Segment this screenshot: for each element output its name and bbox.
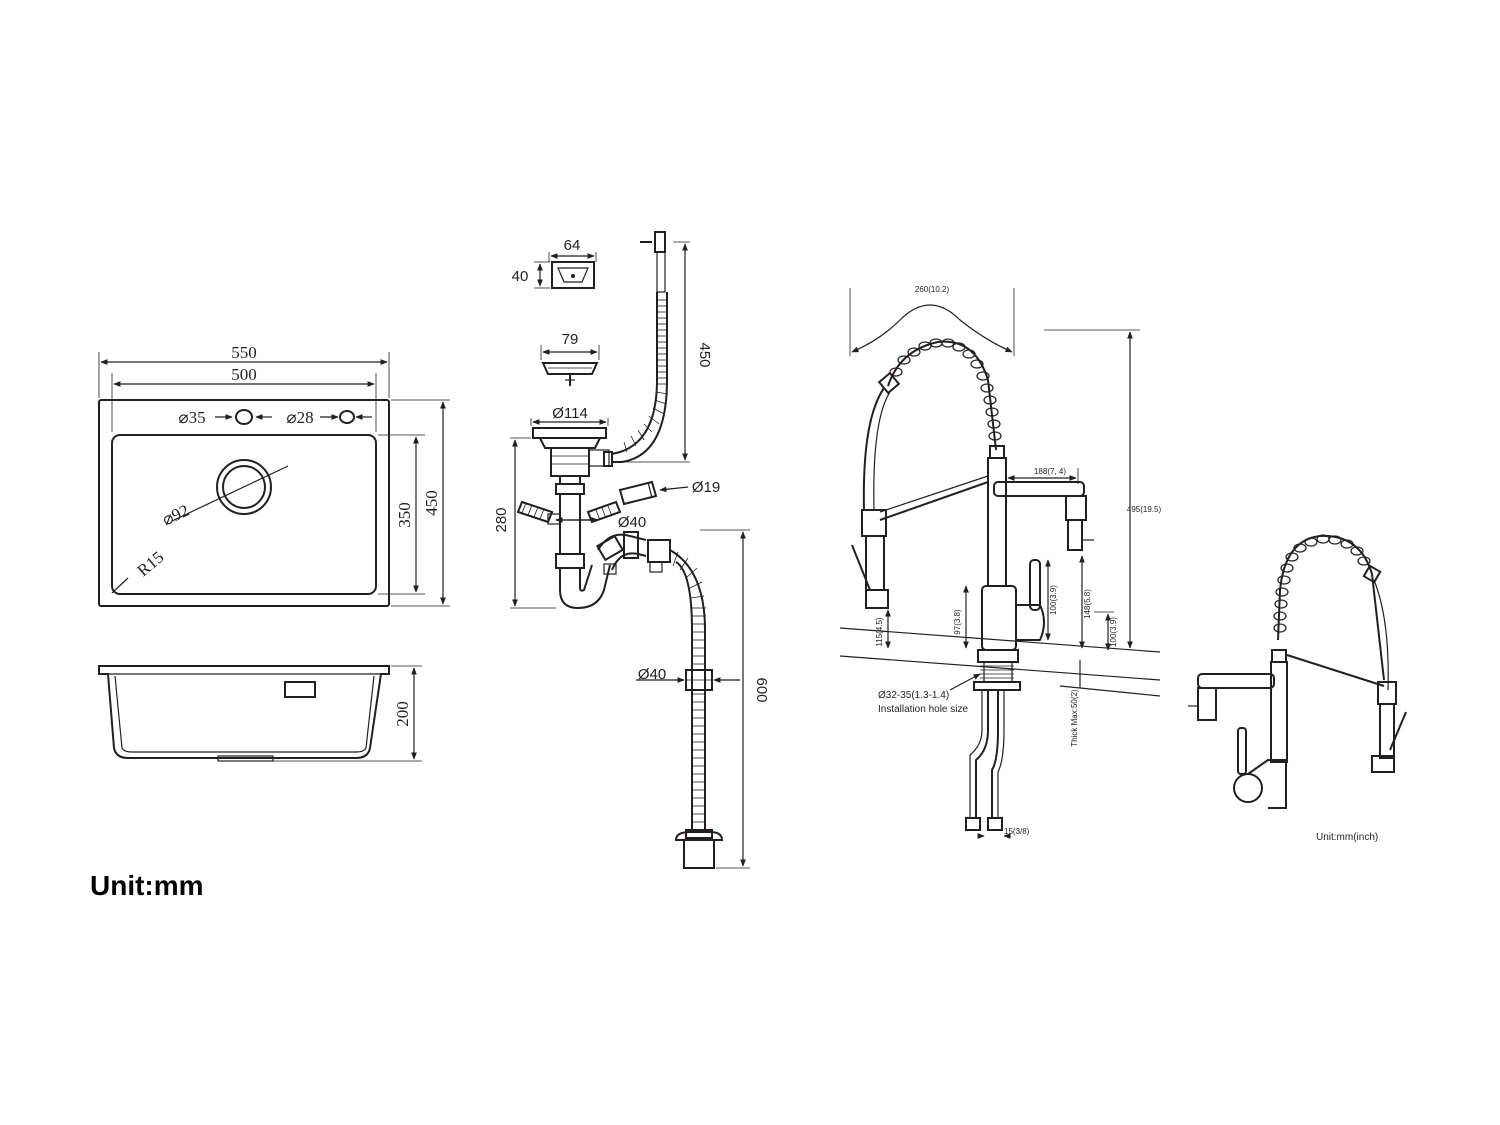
- nozzle-diameter-label: Ø19: [692, 479, 720, 496]
- dispenser-hole-label: ⌀28: [286, 408, 313, 427]
- base-height-label: 115(4.5): [875, 617, 884, 647]
- aerator-height-label: 100(3.9): [1109, 617, 1118, 647]
- hose-length-label: 600: [753, 677, 770, 702]
- overflow-height-label: 40: [512, 268, 529, 285]
- faucet-main: 260(10.2): [839, 285, 1162, 839]
- hose-diameter-label: Ø40: [638, 666, 666, 683]
- strainer-diameter-label: 79: [562, 331, 579, 348]
- spout-reach-arc-label: 260(10.2): [915, 285, 950, 294]
- faucet-hole-label: ⌀35: [178, 408, 205, 427]
- overflow-width-label: 64: [564, 237, 581, 254]
- inner-width-label: 500: [231, 365, 257, 384]
- dispenser-hole: [339, 410, 355, 424]
- overall-width-label: 550: [231, 343, 257, 362]
- faucet-side-view: [1188, 534, 1407, 809]
- faucet-hole: [235, 409, 253, 425]
- hole-caption-label: Installation hole size: [878, 704, 968, 715]
- sink-top-view: 550 500 ⌀35 ⌀28 ⌀92 R15 350 450: [98, 343, 450, 607]
- hole-size-label: Ø32-35(1.3-1.4): [878, 690, 949, 701]
- branch-diameter-label: Ø40: [618, 514, 646, 531]
- total-height-label: 495(19.5): [1127, 505, 1162, 514]
- spray-height-label: 148(5.8): [1083, 589, 1092, 619]
- corner-radius-label: R15: [134, 547, 168, 580]
- spout-reach-label: 188(7, 4): [1034, 467, 1066, 476]
- inner-depth-label: 350: [395, 502, 414, 528]
- faucet-unit-label: Unit:mm(inch): [1316, 832, 1378, 843]
- body-height-label: 97(3.8): [953, 609, 962, 635]
- sink-side-view: 200: [98, 665, 422, 762]
- overflow-hose-length-label: 450: [696, 342, 713, 367]
- hose-thread-label: 15(3/8): [1004, 827, 1030, 836]
- trap-height-label: 280: [493, 507, 510, 532]
- unit-label: Unit:mm: [90, 870, 204, 901]
- sink-height-label: 200: [393, 701, 412, 727]
- drain-diameter-label: ⌀92: [159, 501, 192, 530]
- thickness-label: Thick Max:50(2): [1070, 689, 1079, 747]
- drain-kit: 64 40 79 450: [493, 231, 770, 869]
- drain-hole: [216, 459, 272, 515]
- overall-depth-label: 450: [422, 490, 441, 516]
- basket-diameter-label: Ø114: [552, 405, 588, 422]
- handle-height-label: 100(3.9): [1049, 585, 1058, 615]
